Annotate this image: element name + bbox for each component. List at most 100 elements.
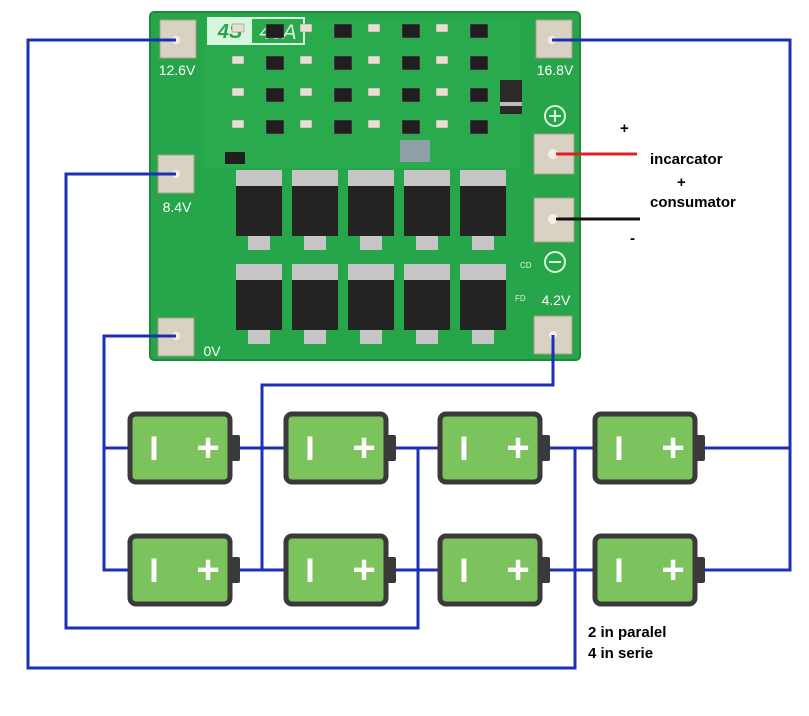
diode-band: [500, 102, 522, 106]
smd-component: [265, 23, 285, 39]
battery-cell: I+: [592, 533, 705, 607]
smd-component: [401, 87, 421, 103]
smd-component: [333, 87, 353, 103]
battery-plus-symbol: +: [661, 426, 684, 470]
mosfet: [236, 186, 282, 236]
battery-terminal: [230, 435, 240, 461]
smd-component: [367, 23, 381, 33]
output-plus-sign: +: [620, 120, 629, 137]
mosfet-lead: [472, 330, 494, 344]
battery-cell: I+: [437, 411, 550, 485]
smd-component: [299, 87, 313, 97]
label-4v2: 4.2V: [542, 292, 571, 308]
battery-cell: I+: [283, 533, 396, 607]
mosfet: [348, 280, 394, 330]
mosfet: [348, 186, 394, 236]
mosfet: [236, 280, 282, 330]
smd-component: [469, 55, 489, 71]
battery-plus-symbol: +: [196, 548, 219, 592]
label-0v: 0V: [203, 343, 221, 359]
smd-components: [225, 23, 489, 164]
smd-component: [265, 119, 285, 135]
mosfet-tab: [292, 170, 338, 186]
smd-component: [231, 119, 245, 129]
wire-8v4: [64, 172, 420, 630]
mosfet-lead: [304, 236, 326, 250]
battery-terminal: [695, 557, 705, 583]
mosfet-lead: [472, 236, 494, 250]
mosfet: [460, 186, 506, 236]
mosfet-tab: [460, 170, 506, 186]
battery-plus-symbol: +: [352, 548, 375, 592]
mosfet-lead: [416, 236, 438, 250]
smd-component: [299, 119, 313, 129]
battery-cell: I+: [437, 533, 550, 607]
smd-component: [435, 23, 449, 33]
battery-terminal: [540, 557, 550, 583]
smd-component: [469, 87, 489, 103]
battery-plus-symbol: +: [506, 426, 529, 470]
output-label-line2: +: [677, 174, 686, 191]
mosfet-lead: [304, 330, 326, 344]
smd-component: [333, 55, 353, 71]
diode: [500, 80, 522, 114]
smd-component: [469, 23, 489, 39]
smd-component: [435, 55, 449, 65]
battery-minus-symbol: I: [614, 430, 623, 468]
mosfet: [404, 186, 450, 236]
smd-component: [401, 23, 421, 39]
mosfet-tab: [460, 264, 506, 280]
mosfet-tab: [292, 264, 338, 280]
mosfet-tab: [348, 264, 394, 280]
battery-minus-symbol: I: [614, 552, 623, 590]
battery-terminal: [386, 557, 396, 583]
battery-minus-symbol: I: [305, 430, 314, 468]
smd-component: [367, 55, 381, 65]
battery-cell: I+: [127, 411, 240, 485]
battery-minus-symbol: I: [305, 552, 314, 590]
battery-terminal: [540, 435, 550, 461]
mosfet-lead: [360, 236, 382, 250]
battery-cell: I+: [283, 411, 396, 485]
battery-plus-symbol: +: [352, 426, 375, 470]
smd-component: [435, 87, 449, 97]
mosfet-tab: [348, 170, 394, 186]
smd-component: [299, 23, 313, 33]
battery-terminal: [695, 435, 705, 461]
label-cd: CD: [520, 261, 532, 270]
mosfet-tab: [404, 264, 450, 280]
label-fd: FD: [515, 294, 526, 303]
wire-12v6: [26, 38, 577, 670]
mosfet-tab: [404, 170, 450, 186]
smd-component: [265, 87, 285, 103]
smd-component: [299, 55, 313, 65]
battery-minus-symbol: I: [149, 552, 158, 590]
battery-pack: I+I+I+I+I+I+I+I+: [127, 411, 705, 607]
battery-minus-symbol: I: [149, 430, 158, 468]
wire-4v2: [260, 335, 555, 570]
smd-component: [231, 23, 245, 33]
battery-minus-symbol: I: [459, 552, 468, 590]
battery-cell: I+: [127, 533, 240, 607]
wire-16v8: [552, 38, 792, 572]
smd-component: [231, 55, 245, 65]
mosfet-lead: [248, 330, 270, 344]
mosfet-lead: [248, 236, 270, 250]
output-minus-sign: -: [630, 230, 635, 247]
battery-plus-symbol: +: [506, 548, 529, 592]
smd-component: [231, 87, 245, 97]
smd-component: [401, 55, 421, 71]
battery-plus-symbol: +: [661, 548, 684, 592]
smd-component: [367, 87, 381, 97]
battery-plus-symbol: +: [196, 426, 219, 470]
label-8v4: 8.4V: [163, 199, 192, 215]
smd-component: [367, 119, 381, 129]
mosfet-tab: [236, 264, 282, 280]
smd-ic: [400, 140, 430, 162]
mosfet-lead: [416, 330, 438, 344]
mosfet: [460, 280, 506, 330]
model-label-cells-box: [208, 18, 252, 44]
bms-board: 4S 40A 12.6V 16.8V 8.4V 0V: [149, 11, 581, 361]
